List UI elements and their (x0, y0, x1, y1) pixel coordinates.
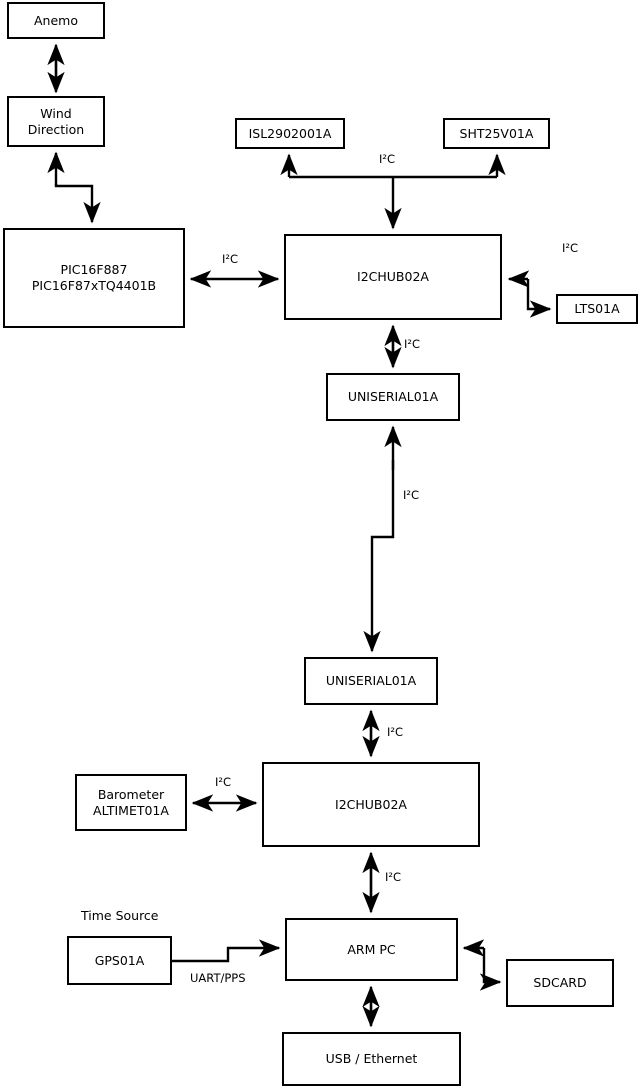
node-pic-mcu[interactable]: PIC16F887 PIC16F87xTQ4401B (3, 228, 185, 328)
wire-label-i2c-hub2-arm: I²C (385, 870, 402, 884)
node-label: SHT25V01A (459, 125, 534, 141)
node-usb-ethernet[interactable]: USB / Ethernet (282, 1032, 461, 1086)
node-uniserial01a-lower[interactable]: UNISERIAL01A (304, 657, 438, 705)
node-label: SDCARD (533, 975, 587, 990)
node-label: Anemo (34, 12, 78, 28)
node-label: GPS01A (94, 952, 145, 968)
node-barometer-altimet01a[interactable]: Barometer ALTIMET01A (75, 774, 187, 831)
node-label: PIC16F887 PIC16F87xTQ4401B (31, 262, 157, 293)
wire-pic-wind-jog (54, 184, 101, 224)
wire-arm-to-sdcard (479, 948, 502, 991)
node-label: UNISERIAL01A (325, 673, 417, 688)
node-label: Wind Direction (27, 105, 85, 137)
node-label: I2CHUB02A (357, 269, 429, 284)
wire-hub-to-lts (526, 279, 552, 318)
node-gps01a[interactable]: GPS01A (67, 936, 172, 985)
label-time-source: Time Source (81, 908, 159, 923)
node-label: I2CHUB02A (335, 796, 407, 812)
node-arm-pc[interactable]: ARM PC (285, 918, 458, 981)
node-label: UNISERIAL01A (347, 389, 439, 404)
node-label: LTS01A (574, 301, 620, 316)
node-uniserial01a-upper[interactable]: UNISERIAL01A (326, 373, 460, 421)
wire-label-i2c-uniserial2-hub2: I²C (387, 725, 404, 739)
node-anemo[interactable]: Anemo (7, 2, 105, 39)
wire-label-i2c-hub-uniserial: I²C (404, 337, 421, 351)
wire-label-i2c-hub-sensors: I²C (379, 152, 396, 166)
wire-label-i2c-pic-hub: I²C (222, 252, 239, 266)
node-label: ISL2902001A (248, 125, 332, 141)
wire-label-i2c-barometer-hub2: I²C (215, 775, 232, 789)
node-isl2902001a[interactable]: ISL2902001A (235, 118, 345, 149)
wire-label-i2c-uniserial-link: I²C (403, 488, 420, 502)
node-sdcard[interactable]: SDCARD (506, 959, 614, 1007)
wire-uniserial-link (363, 460, 395, 653)
wire-label-uart-pps: UART/PPS (190, 971, 246, 985)
node-label: Barometer ALTIMET01A (93, 786, 169, 818)
wire-gps-arm (172, 939, 281, 963)
wire-label-i2c-hub-lts: I²C (562, 241, 579, 255)
node-i2chub02a-top[interactable]: I2CHUB02A (284, 234, 502, 320)
node-label: USB / Ethernet (325, 1051, 418, 1066)
node-sht25v01a[interactable]: SHT25V01A (443, 118, 550, 149)
node-label: ARM PC (347, 941, 396, 957)
node-i2chub02a-bottom[interactable]: I2CHUB02A (262, 762, 480, 847)
node-lts01a[interactable]: LTS01A (556, 294, 638, 324)
node-wind-direction[interactable]: Wind Direction (7, 96, 105, 147)
